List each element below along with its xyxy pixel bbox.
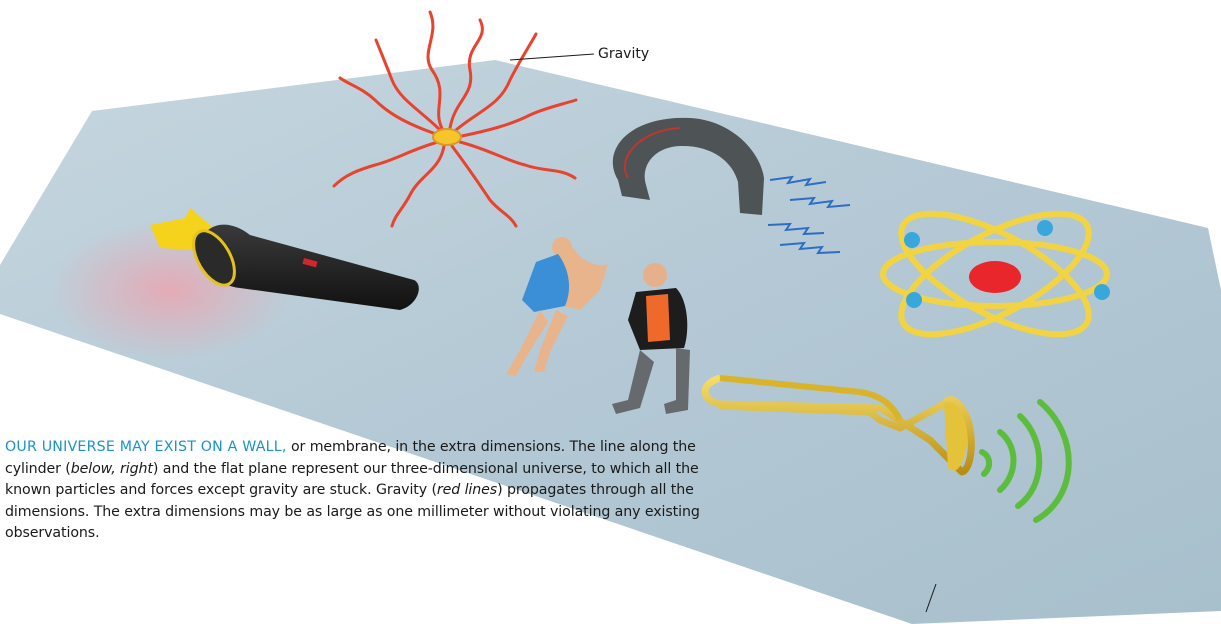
caption-lead: OUR UNIVERSE MAY EXIST ON A WALL,: [5, 439, 287, 455]
caption-red-lines: red lines: [437, 482, 497, 498]
caption-below-right: below, right: [71, 461, 153, 477]
gravity-source-icon: [433, 129, 461, 145]
figure-caption: OUR UNIVERSE MAY EXIST ON A WALL, or mem…: [5, 437, 725, 545]
gravity-label: Gravity: [598, 46, 649, 62]
